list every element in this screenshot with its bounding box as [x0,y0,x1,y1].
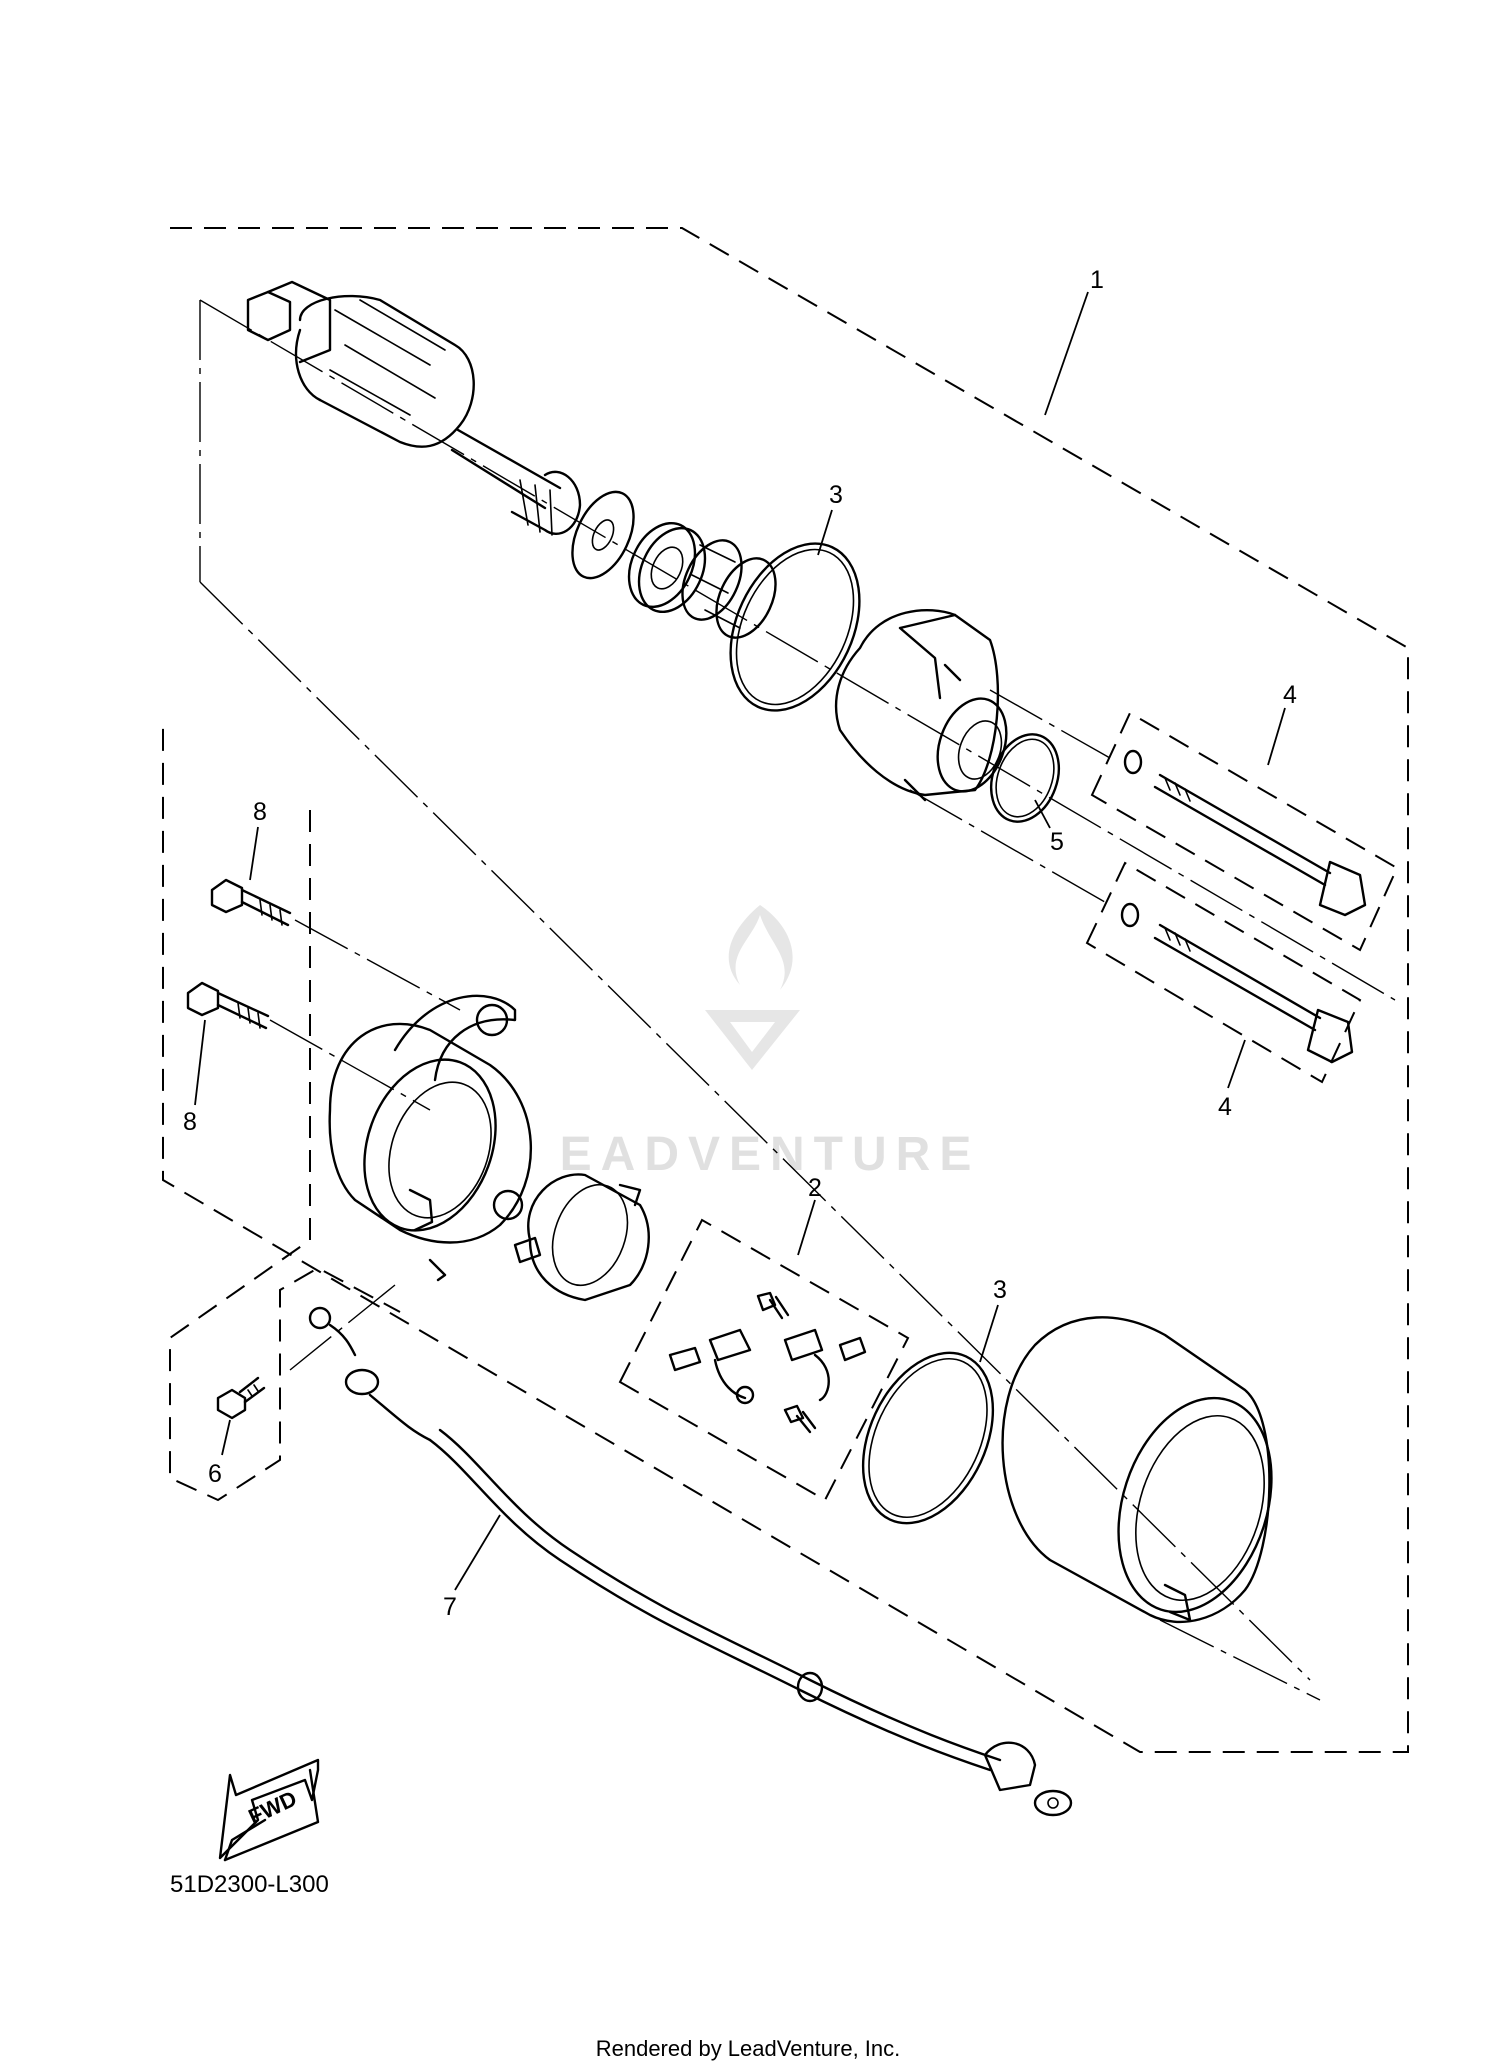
assembly-outline-cover-screws [169,810,401,1502]
watermark-text: EADVENTURE [560,1128,981,1181]
callout-8-upper: 8 [253,798,267,826]
footer-credit: Rendered by LeadVenture, Inc. [596,2036,901,2061]
yoke-housing [1001,1316,1273,1623]
bolt-8-upper [210,878,292,927]
screw-6 [216,1376,266,1420]
callout-3-lower: 3 [993,1276,1007,1304]
center-lines [199,299,1396,1701]
leader-lines [194,291,1286,1591]
through-bolt-upper [1123,749,1367,917]
needle-bearing [681,539,777,639]
forward-direction-arrow: FWD [218,1758,320,1862]
callout-5: 5 [1050,828,1064,856]
brush-set-parts [668,1291,867,1434]
front-bracket [834,609,1008,802]
callout-7: 7 [443,1593,457,1621]
assembly-outline-brush-set [618,1218,910,1502]
callout-4-lower: 4 [1218,1093,1232,1121]
bolt-8-lower [186,981,270,1030]
rear-cover [328,994,533,1282]
assembly-outline-bolt-set-upper [1090,711,1399,952]
through-bolt-lower [1120,902,1354,1064]
callout-2: 2 [808,1174,822,1202]
armature [246,280,582,536]
thrust-washer [571,490,635,580]
callout-8-lower: 8 [183,1108,197,1136]
drawing-code: 51D2300-L300 [170,1871,329,1898]
callout-1: 1 [1090,266,1104,294]
bearing [627,521,707,614]
brush-holder [513,1173,650,1302]
o-ring-lower [861,1351,995,1525]
o-ring-upper [729,542,861,712]
watermark-logo: EADVENTURE [560,905,981,1181]
assembly-outline-starter-motor [162,227,1409,1753]
callout-6: 6 [208,1460,222,1488]
o-ring-small [990,733,1060,823]
callout-3-upper: 3 [829,481,843,509]
callout-4-upper: 4 [1283,681,1297,709]
assembly-outline-bolt-set-lower [1085,861,1362,1084]
lead-wire [308,1306,1073,1817]
